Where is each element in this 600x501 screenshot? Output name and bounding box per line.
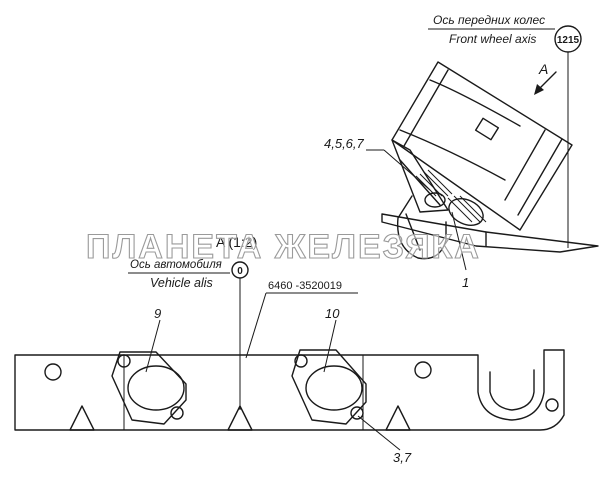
view-arrow-a: A (534, 61, 557, 95)
callout-10: 10 (325, 306, 340, 321)
callout-37: 3,7 (393, 450, 412, 465)
hook-inner-line (405, 213, 421, 251)
vehicle-axis-note: Ось автомобиля Vehicle alis 0 (128, 259, 249, 410)
callout-1: 1 (462, 275, 469, 290)
lamp-9-body (127, 365, 185, 411)
leader-1 (451, 211, 467, 271)
watermark-text: ПЛАНЕТА ЖЕЛЕЗЯКА (86, 228, 481, 266)
plate-rib-2 (227, 405, 253, 431)
lower-hook (396, 195, 447, 260)
view-arrow-label: A (538, 61, 548, 77)
lamp-9-flange (111, 351, 187, 425)
lamp-10-screw-bottom (350, 406, 364, 420)
leader-37 (357, 415, 401, 451)
lamp-10-body (305, 365, 363, 411)
part-number-leader (245, 292, 267, 359)
view-a-title: A (1:2) (216, 234, 257, 250)
lamp-10-flange (291, 349, 367, 425)
housing-band-bottom (399, 129, 506, 181)
plate-rib-1 (69, 405, 95, 431)
callout-4567: 4,5,6,7 (324, 136, 365, 151)
mirror-assembly (366, 61, 599, 271)
clamp-bolt-head (424, 192, 446, 208)
bracket-inner-edge (399, 159, 441, 206)
vehicle-axis-label-en: Vehicle alis (150, 276, 213, 290)
housing-rib-1 (403, 69, 449, 147)
clamp-nut (448, 198, 484, 226)
callout-9: 9 (154, 306, 161, 321)
lamp-9 (111, 351, 187, 425)
part-number-note: 6460 -3520019 (245, 280, 358, 359)
leader-9 (145, 319, 161, 373)
plate-hole-slot (545, 398, 559, 412)
housing-tab (474, 117, 500, 141)
view-a-title-text: A (1:2) (216, 234, 257, 250)
housing-rib-3 (504, 129, 546, 201)
front-axis-ref-number: 1215 (557, 35, 580, 46)
leader-10 (323, 319, 337, 373)
leader-4567 (383, 149, 431, 191)
front-axis-label-en: Front wheel axis (449, 32, 536, 46)
housing-rib-2 (517, 138, 563, 216)
plate-u-slot (489, 369, 535, 411)
view-arrow-shaft (537, 71, 557, 91)
plate-hole-right (414, 361, 432, 379)
plate-hole-left (44, 363, 62, 381)
vehicle-axis-label-ru: Ось автомобиля (130, 259, 222, 271)
front-axis-label-ru: Ось передних колес (433, 13, 545, 27)
mirror-bracket-arm (391, 139, 449, 213)
part-number-text: 6460 -3520019 (268, 280, 342, 292)
mounting-plate (14, 319, 565, 451)
lamp-10-screw-top (294, 354, 308, 368)
lamp-9-screw-bottom (170, 406, 184, 420)
clamp-hatching (415, 169, 487, 223)
mirror-housing (391, 61, 573, 231)
housing-band-top (429, 79, 521, 127)
plate-outline (14, 349, 565, 431)
front-wheel-axis-note: Ось передних колес Front wheel axis 1215 (428, 13, 582, 248)
view-arrow-head (534, 84, 544, 95)
vehicle-axis-ref-number: 0 (237, 266, 243, 277)
plate-rib-3 (385, 405, 411, 431)
lamp-10 (291, 349, 367, 425)
lamp-9-screw-top (117, 354, 131, 368)
